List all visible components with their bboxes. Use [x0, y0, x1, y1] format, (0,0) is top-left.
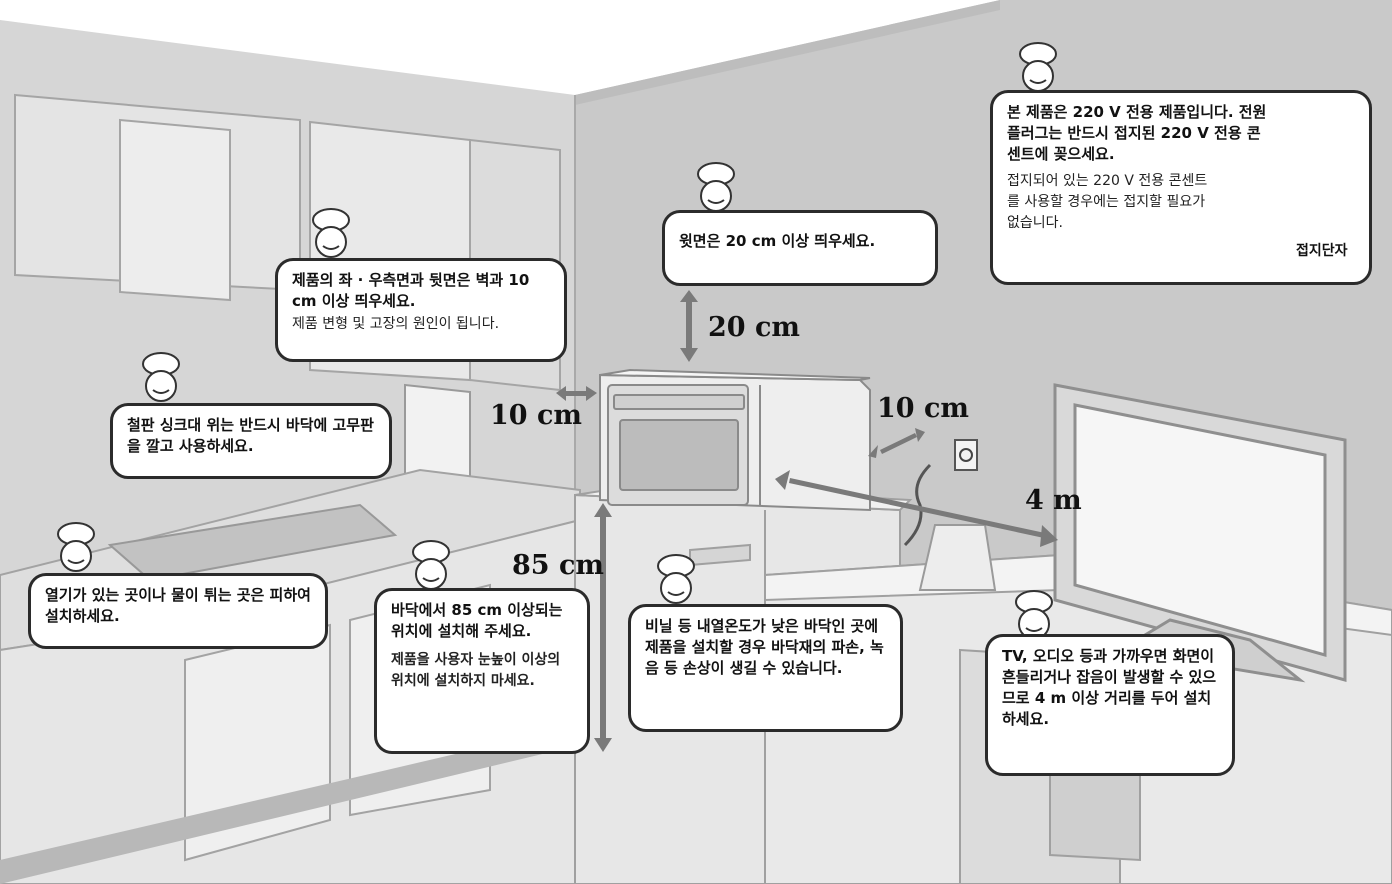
metal-sink-bubble: 철판 싱크대 위는 반드시 바닥에 고무판을 깔고 사용하세요. — [110, 403, 392, 479]
ground-terminal-label: 접지단자 — [1296, 243, 1348, 259]
right-clearance-dimension: 10 cm — [877, 393, 969, 424]
tv-audio-bubble: TV, 오디오 등과 가까우면 화면이 흔들리거나 잡음이 발생할 수 있으므로… — [985, 634, 1235, 776]
side-clearance-bubble: 제품의 좌 · 우측면과 뒷면은 벽과 10 cm 이상 띄우세요. 제품 변형… — [275, 258, 567, 362]
metal-sink-note: 철판 싱크대 위는 반드시 바닥에 고무판을 깔고 사용하세요. — [127, 416, 374, 455]
wall-outlet — [954, 439, 978, 471]
power-note-bubble: 본 제품은 220 V 전용 제품입니다. 전원플러그는 반드시 접지된 220… — [990, 90, 1372, 285]
dimension-arrows — [556, 290, 1058, 752]
power-note-main: 본 제품은 220 V 전용 제품입니다. 전원플러그는 반드시 접지된 220… — [1007, 103, 1267, 163]
vinyl-floor-bubble: 비닐 등 내열온도가 낮은 바닥인 곳에 제품을 설치할 경우 바닥재의 파손,… — [628, 604, 903, 732]
microwave-oven — [599, 368, 871, 512]
vinyl-floor-note: 비닐 등 내열온도가 낮은 바닥인 곳에 제품을 설치할 경우 바닥재의 파손,… — [645, 617, 884, 677]
chef-mascot-icon — [57, 522, 95, 572]
left-clearance-dimension: 10 cm — [490, 400, 582, 431]
heat-water-bubble: 열기가 있는 곳이나 물이 튀는 곳은 피하여 설치하세요. — [28, 573, 328, 649]
photo-frame — [918, 524, 997, 591]
floor-height-dimension: 85 cm — [512, 550, 604, 581]
side-clearance-note: 제품의 좌 · 우측면과 뒷면은 벽과 10 cm 이상 띄우세요. — [292, 271, 530, 310]
height-sub: 제품을 사용자 눈높이 이상의 위치에 설치하지 마세요. — [391, 652, 561, 689]
top-clearance-note: 윗면은 20 cm 이상 띄우세요. — [679, 232, 876, 250]
height-bubble: 바닥에서 85 cm 이상되는 위치에 설치해 주세요. 제품을 사용자 눈높이… — [374, 588, 590, 754]
tv-distance-dimension: 4 m — [1025, 485, 1082, 516]
chef-mascot-icon — [1015, 590, 1053, 640]
height-note: 바닥에서 85 cm 이상되는 위치에 설치해 주세요. — [391, 601, 563, 640]
side-clearance-sub: 제품 변형 및 고장의 원인이 됩니다. — [292, 316, 500, 332]
chef-mascot-icon — [657, 554, 695, 604]
television — [1053, 383, 1347, 683]
chef-mascot-icon — [697, 162, 735, 212]
chef-mascot-icon — [312, 208, 350, 258]
chef-mascot-icon — [142, 352, 180, 402]
top-clearance-dimension: 20 cm — [708, 312, 800, 343]
top-clearance-bubble: 윗면은 20 cm 이상 띄우세요. — [662, 210, 938, 286]
chef-mascot-icon — [1019, 42, 1057, 92]
heat-water-note: 열기가 있는 곳이나 물이 튀는 곳은 피하여 설치하세요. — [45, 586, 311, 625]
chef-mascot-icon — [412, 540, 450, 590]
power-note-sub: 접지되어 있는 220 V 전용 콘센트를 사용할 경우에는 접지할 필요가 없… — [1007, 173, 1208, 231]
tv-audio-note: TV, 오디오 등과 가까우면 화면이 흔들리거나 잡음이 발생할 수 있으므로… — [1002, 647, 1217, 728]
